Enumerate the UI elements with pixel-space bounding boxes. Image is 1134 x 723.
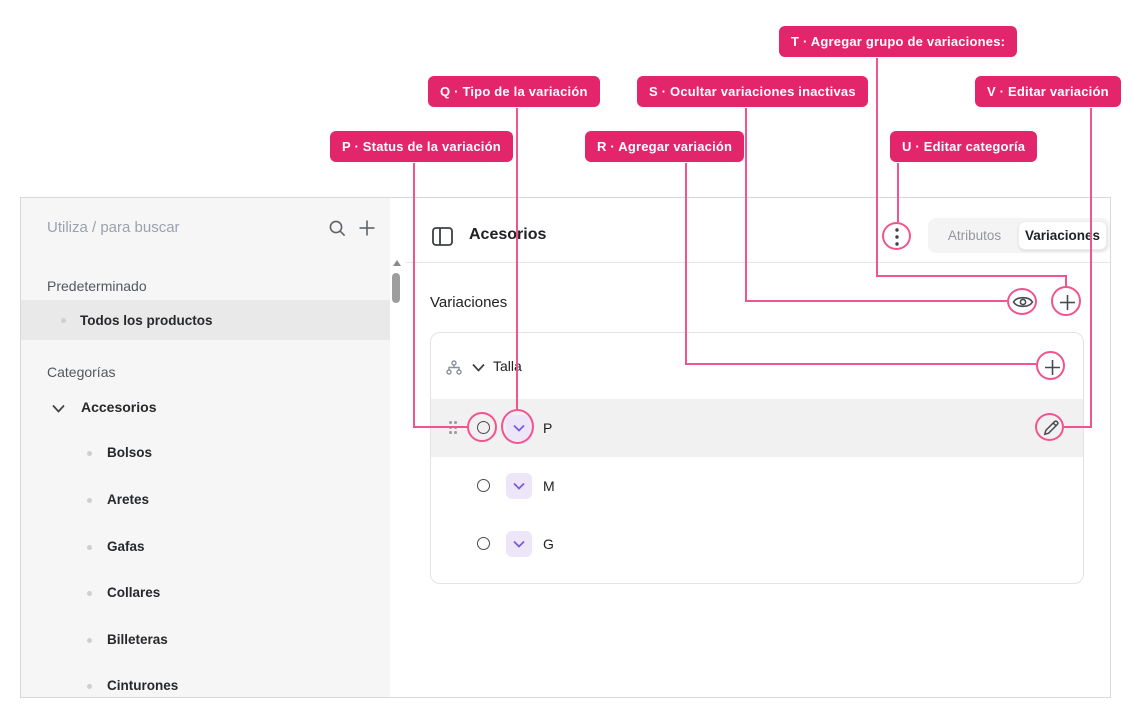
shortcut-badge-p: P · Status de la variación [330,131,513,162]
variant-group-card: Talla P [430,332,1084,584]
annotation-ring-edit [1035,413,1064,441]
annotation-ring-kebab [882,222,911,250]
variation-type-button[interactable] [506,531,532,557]
group-collapse-chevron-icon[interactable] [471,362,485,372]
bullet-icon [87,591,92,596]
connector-line-p [413,426,467,428]
sidebar-item-collares[interactable]: Collares [21,582,390,606]
connector-line-r [685,363,1036,365]
toggle-sidebar-icon[interactable] [431,226,453,246]
connector-line-q [516,108,518,409]
app-window: Utiliza / para buscar Predeterminado Tod… [20,197,1111,698]
sidebar-item-todos-los-productos[interactable]: Todos los productos [21,300,390,340]
scrollbar-up-arrow-icon[interactable] [393,260,401,266]
connector-line-s [745,108,747,301]
connector-line-t [1065,275,1067,288]
connector-line-s [745,300,1007,302]
tab-atributos[interactable]: Atributos [947,228,1002,243]
sidebar-item-label: Billeteras [107,632,168,647]
variant-group-header[interactable]: Talla [431,333,1083,399]
connector-line-p [413,163,415,427]
connector-line-t [876,275,1067,277]
chevron-down-icon[interactable] [51,402,65,414]
shortcut-badge-q: Q · Tipo de la variación [428,76,600,107]
sidebar-item-cinturones[interactable]: Cinturones [21,675,390,697]
sidebar-item-label: Todos los productos [80,313,213,328]
sidebar-item-billeteras[interactable]: Billeteras [21,629,390,653]
annotation-ring-status [467,412,497,442]
bullet-icon [87,638,92,643]
sidebar-item-gafas[interactable]: Gafas [21,536,390,560]
connector-line-v [1090,108,1092,427]
annotation-ring-add-variation [1036,351,1065,380]
shortcut-badge-u: U · Editar categoría [890,131,1038,162]
variation-label: M [543,478,555,494]
variation-label: G [543,536,554,552]
sidebar-add-button[interactable] [357,218,377,238]
search-input[interactable]: Utiliza / para buscar [21,198,390,258]
connector-line-u [897,163,899,222]
sidebar-group-title-categories: Categorías [47,364,116,380]
sidebar-item-label: Bolsos [107,445,153,460]
shortcut-badge-s: S · Ocultar variaciones inactivas [637,76,868,107]
sidebar-item-accesorios[interactable]: Accesorios [21,396,390,422]
variant-row-g[interactable]: G [431,515,1083,573]
annotation-ring-type [501,409,534,444]
variation-status-icon[interactable] [477,537,490,550]
tab-bar: Atributos Variaciones [928,218,1110,253]
variant-row-m[interactable]: M [431,457,1083,515]
sidebar-item-bolsos[interactable]: Bolsos [21,442,390,466]
bullet-icon [87,684,92,689]
sidebar-group-title-default: Predeterminado [47,278,147,294]
variation-label: P [543,420,553,436]
bullet-icon [87,451,92,456]
shortcut-badge-t: T · Agregar grupo de variaciones: [779,26,1018,57]
scrollbar-thumb[interactable] [392,273,400,303]
shortcut-badge-r: R · Agregar variación [585,131,745,162]
drag-handle-icon[interactable] [449,421,459,435]
tab-variaciones[interactable]: Variaciones [1018,221,1107,250]
section-title: Variaciones [430,294,508,311]
sidebar-item-aretes[interactable]: Aretes [21,489,390,513]
bullet-icon [87,545,92,550]
annotation-ring-add-group [1051,286,1081,316]
connector-line-r [685,163,687,365]
sidebar-item-label: Gafas [107,539,145,554]
sidebar-item-label: Cinturones [107,678,179,693]
search-placeholder: Utiliza / para buscar [47,219,180,236]
variation-status-icon[interactable] [477,479,490,492]
page-title: Acesorios [469,226,547,243]
connector-line-t [876,58,878,276]
shortcut-badge-v: V · Editar variación [975,76,1121,107]
header-divider [406,262,1110,263]
annotation-ring-eye [1007,288,1037,315]
bullet-icon [61,318,66,323]
search-icon[interactable] [327,218,347,238]
sidebar-item-label: Collares [107,585,161,600]
sidebar: Utiliza / para buscar Predeterminado Tod… [21,198,390,697]
variant-group-icon [445,359,462,375]
bullet-icon [87,498,92,503]
variation-type-button[interactable] [506,473,532,499]
variant-group-name: Talla [493,358,522,374]
connector-line-v [1064,426,1092,428]
sidebar-item-label: Accesorios [81,399,157,415]
sidebar-item-label: Aretes [107,492,150,507]
